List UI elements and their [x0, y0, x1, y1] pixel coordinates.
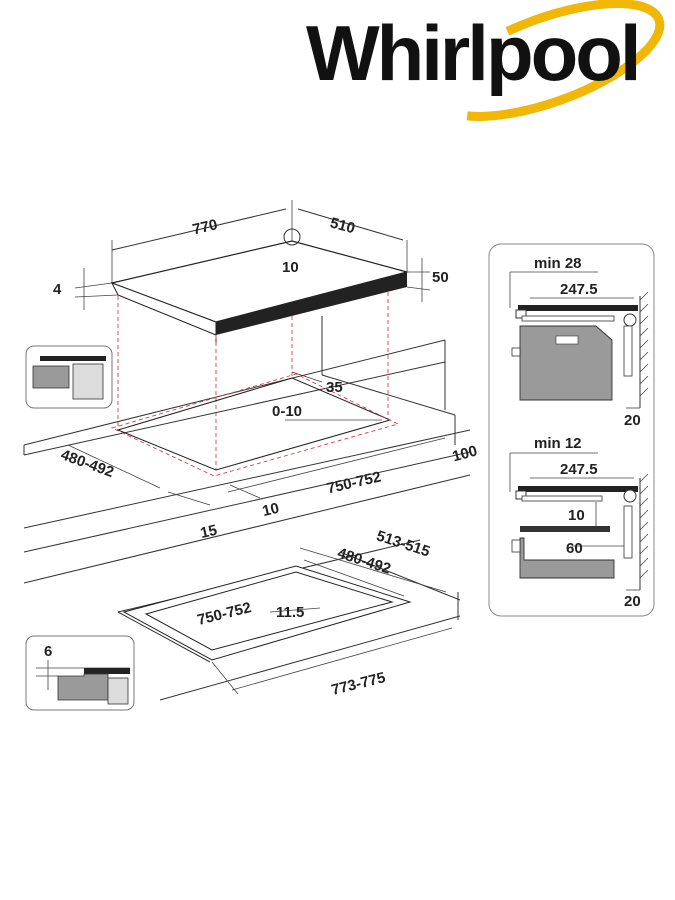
worktop-cutout-view: 35 0-10 100 480-492 750-752 10 15	[23, 339, 480, 584]
dim-front-clearance: 15	[199, 522, 219, 542]
dim-side-clearance: 100	[451, 442, 480, 465]
dim-front-gap: 10	[261, 500, 281, 520]
dim-hob-depth: 510	[328, 214, 357, 237]
gap-label-bottom: 10	[568, 507, 585, 524]
dim-hob-thickness: 4	[53, 281, 62, 298]
dim-hob-width: 770	[191, 216, 219, 238]
dim-flush-depth-outer: 513-515	[374, 527, 432, 560]
dim-hob-height: 50	[432, 269, 449, 286]
logo-swoosh	[431, 0, 665, 121]
whirlpool-logo: Whirlpool	[306, 0, 665, 121]
wall-gap-label-bottom: 20	[624, 593, 641, 610]
inset-flush-detail: 6	[25, 635, 135, 711]
depth-label-bottom: 247.5	[560, 461, 598, 478]
dim-flush-depth-inner: 480-492	[335, 545, 393, 578]
min-gap-label-top: min 28	[534, 255, 582, 272]
dim-cutout-corner: 0-10	[272, 403, 302, 420]
hob-right-edge	[216, 272, 407, 335]
dim-cutout-depth: 480-492	[58, 446, 116, 481]
section-with-drawer: min 12 247.5 10 60	[509, 435, 649, 610]
dim-hob-corner: 10	[282, 259, 299, 276]
dim-flush-step: 11.5	[276, 604, 304, 621]
dim-flush-rebate: 6	[44, 643, 52, 660]
section-with-oven: min 28 247.5 20	[509, 255, 649, 429]
worktop-flush-view: 513-515 480-492 750-752 11.5 773-775	[117, 527, 461, 701]
oven-body	[519, 325, 613, 401]
vent-label-bottom: 60	[566, 540, 583, 557]
hob-top-view: 770 510 10 4 50	[53, 200, 449, 470]
min-gap-label-bottom: min 12	[534, 435, 582, 452]
side-section-panel: min 28 247.5 20	[488, 243, 655, 617]
depth-label-top: 247.5	[560, 281, 598, 298]
drawer-body	[519, 537, 615, 579]
dim-flush-width-outer: 773-775	[330, 669, 388, 699]
dim-rear-clearance: 35	[326, 379, 343, 396]
wall-gap-label-top: 20	[624, 412, 641, 429]
logo-wordmark: Whirlpool	[306, 9, 639, 97]
dim-cutout-width: 750-752	[325, 468, 382, 497]
inset-builtin-detail	[25, 345, 113, 409]
